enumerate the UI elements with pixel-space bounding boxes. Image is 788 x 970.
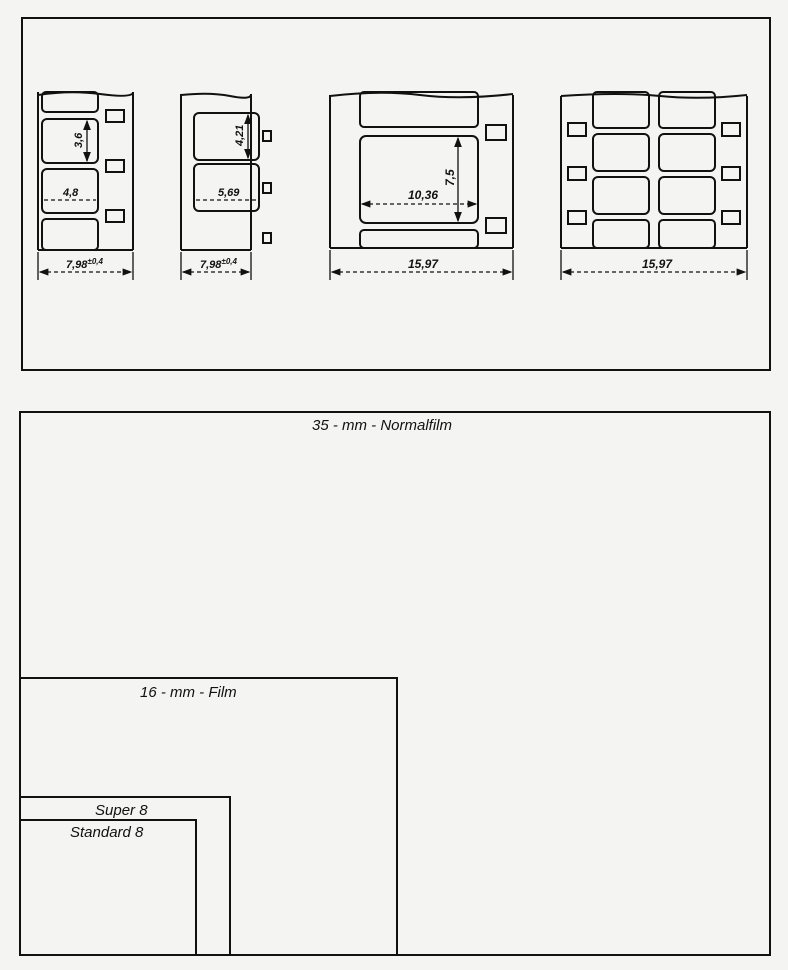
strip-standard-8: 3,6 4,8 7,98±0,4	[37, 91, 134, 280]
strip-super-8: 4,21 5,69 7,98±0,4	[180, 92, 272, 280]
frame-35mm	[19, 411, 771, 956]
frame-height-label: 3,6	[73, 132, 85, 148]
film-width-label: 7,98±0,4	[200, 257, 237, 271]
frame-width-label: 5,69	[218, 187, 240, 199]
strip-16mm: 7,5 10,36 15,97	[329, 91, 514, 280]
film-width-label: 15,97	[408, 257, 439, 271]
frame-16mm	[19, 677, 398, 956]
strip-panel	[21, 17, 771, 371]
frame-height-label: 4,21	[234, 125, 246, 147]
film-width-label: 7,98±0,4	[66, 257, 103, 271]
frame-standard-8	[19, 819, 197, 956]
label-16mm: 16 - mm - Film	[140, 684, 237, 701]
frame-width-label: 4,8	[62, 187, 79, 199]
label-standard-8: Standard 8	[70, 824, 144, 841]
strip-double-8: 15,97	[560, 91, 748, 280]
frame-height-label: 7,5	[443, 169, 457, 186]
label-35mm: 35 - mm - Normalfilm	[312, 417, 452, 434]
label-super-8: Super 8	[95, 802, 148, 819]
frame-width-label: 10,36	[408, 188, 438, 202]
film-width-label: 15,97	[642, 257, 673, 271]
